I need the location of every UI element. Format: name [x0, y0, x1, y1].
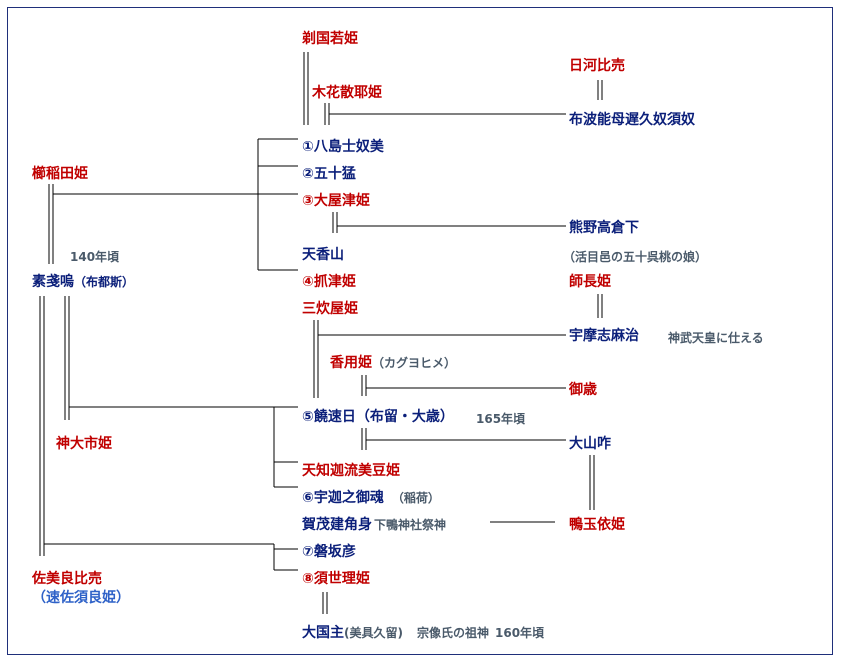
name-yashima: ①八島士奴美 — [302, 139, 384, 155]
name-hikawa: 日河比売 — [569, 58, 625, 74]
inari-note: （稲荷） — [391, 491, 440, 505]
name-shichoo: 師長姫 — [569, 274, 611, 290]
name-fuha: 布波能母遅久奴須奴 — [569, 112, 695, 128]
name-mikashiya: 三炊屋姫 — [302, 301, 358, 317]
kayo-kana: （カグヨヒメ） — [372, 356, 457, 370]
name-mitoshi: 御歳 — [569, 382, 597, 398]
name-kumano: 熊野高倉下 — [569, 220, 639, 236]
name-konohana: 木花散耶姫 — [312, 85, 382, 101]
name-ukanomitama: ⑥宇迦之御魂（稲荷） — [302, 490, 440, 506]
name-amenokaguyama: 天香山 — [302, 247, 344, 263]
name-kamotaketsunumi: 賀茂建角身下鴨神社祭神 — [302, 517, 447, 533]
name-isotake: ②五十猛 — [302, 166, 356, 182]
shimogamo-note: 下鴨神社祭神 — [374, 518, 447, 532]
munakata-note: 宗像氏の祖神 — [416, 626, 489, 640]
name-iwasakahiko: ⑦磐坂彦 — [302, 544, 356, 560]
name-umashimaji: 宇摩志麻治 — [569, 328, 639, 344]
name-oyatsu: ③大屋津姫 — [302, 193, 370, 209]
name-hayasabira: （速佐須良姫） — [32, 590, 130, 606]
diagram-frame — [7, 7, 833, 655]
name-sabirahime: 佐美良比売 — [32, 571, 102, 587]
name-kushinada: 櫛稲田姫 — [32, 166, 88, 182]
name-kusanagi: 剃国若姫 — [302, 31, 358, 47]
name-kayo: 香用姫（カグヨヒメ） — [330, 355, 457, 371]
name-tamayori: 鴨玉依姫 — [569, 517, 625, 533]
name-suserihime: ⑧須世理姫 — [302, 571, 370, 587]
name-ookaichi: 神大市姫 — [56, 436, 112, 452]
susanoo-alias: （布都斯） — [74, 275, 135, 289]
name-ooyamakui: 大山咋 — [569, 436, 611, 452]
name-tsumatsu: ④抓津姫 — [302, 274, 356, 290]
name-susanoo: 素戔嗚（布都斯） — [32, 274, 135, 290]
mikuru-note: (美具久留) — [344, 626, 403, 640]
note-kagane: （活目邑の五十呉桃の娘） — [563, 250, 708, 264]
name-nigihayahi: ⑤饒速日（布留・大歳） — [302, 409, 454, 425]
note-umashimaji: 神武天皇に仕える — [668, 331, 764, 345]
note-age160: 160年頃 — [495, 626, 545, 640]
note-age165: 165年頃 — [476, 412, 526, 426]
name-amechiku: 天知迦流美豆姫 — [302, 463, 400, 479]
note-age140: 140年頃 — [70, 250, 120, 264]
